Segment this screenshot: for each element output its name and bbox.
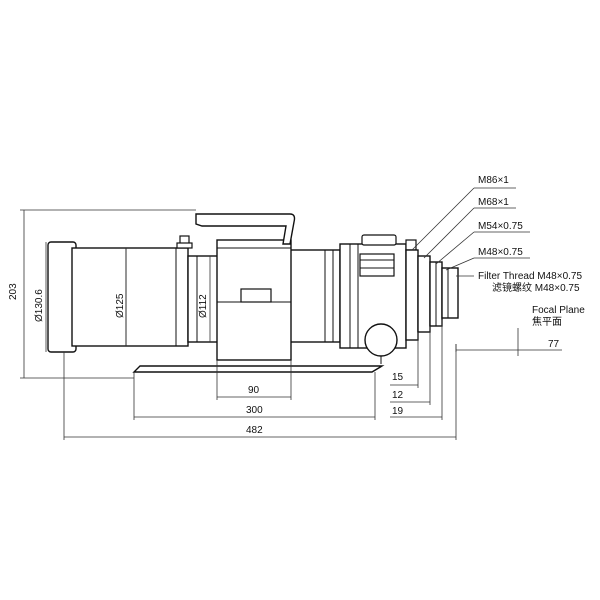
dimension-lines (20, 209, 562, 440)
focal-plane-cn-label: 焦平面 (532, 315, 562, 328)
dim-482-value: 482 (246, 425, 263, 436)
leader-lines (411, 187, 530, 277)
m54-label: M54×0.75 (478, 221, 523, 232)
adapter-m48 (441, 267, 459, 319)
dew-shield (71, 247, 189, 347)
m48-label: M48×0.75 (478, 247, 523, 258)
filter-thread-label: Filter Thread M48×0.75 (478, 271, 582, 282)
dovetail-plate (132, 365, 385, 373)
adapter-m86 (405, 249, 419, 341)
dim-300-value: 300 (246, 405, 263, 416)
height-value: 203 (8, 283, 19, 300)
m68-label: M68×1 (478, 197, 509, 208)
tube-ring (195, 213, 296, 361)
m86-label: M86×1 (478, 175, 509, 186)
dim-12-value: 12 (392, 390, 404, 401)
diameter-tube-value: Ø125 (115, 293, 126, 318)
focus-knob (364, 323, 398, 357)
carry-handle (195, 213, 296, 245)
adapter-m68 (417, 255, 431, 333)
diameter-outer-value: Ø130.6 (34, 289, 45, 322)
diameter-focuser-value: Ø112 (198, 294, 209, 318)
dim-15-value: 15 (392, 372, 404, 383)
side-knob-stem (405, 239, 417, 251)
filter-thread-cn-label: 滤镜螺纹 M48×0.75 (492, 281, 580, 294)
dim-90-value: 90 (248, 385, 260, 396)
telescope-body (47, 234, 459, 364)
focal-plane-label: Focal Plane (532, 305, 585, 316)
focal-distance-value: 77 (548, 339, 560, 350)
focuser-tube (187, 255, 219, 343)
dim-19-value: 19 (392, 406, 404, 417)
focuser-top-knob (361, 234, 397, 246)
